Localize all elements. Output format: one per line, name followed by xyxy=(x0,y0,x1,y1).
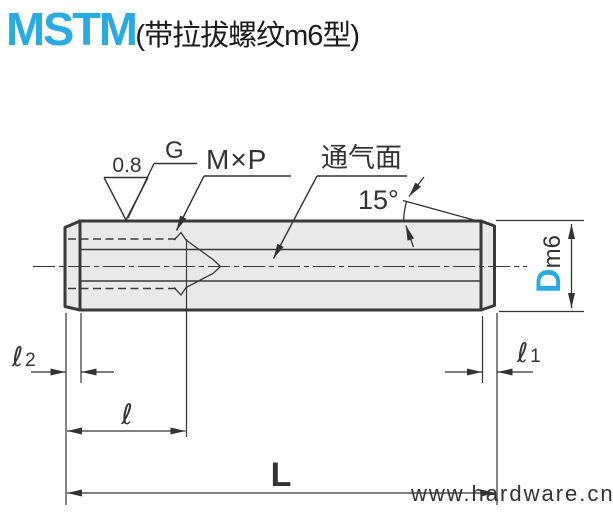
overall-length-label: L xyxy=(271,456,292,494)
chamfer-angle-callout: 15° xyxy=(358,176,493,248)
pin-cylinder xyxy=(78,219,483,312)
pin-body xyxy=(63,219,496,312)
angle-arc xyxy=(402,201,408,223)
leader-line xyxy=(127,163,155,219)
pin-left-chamfer xyxy=(63,219,82,312)
diameter-dimension: Dm6 xyxy=(496,219,584,313)
l-dimension: ℓ xyxy=(67,398,186,435)
vent-surface-label: 通气面 xyxy=(321,143,402,173)
page-title: MSTM(带拉拔螺纹m6型) xyxy=(6,2,360,56)
thread-spec-label: M×P xyxy=(206,144,267,175)
angle-arrow-upper xyxy=(408,176,425,197)
model-subtitle: (带拉拔螺纹m6型) xyxy=(135,20,360,52)
diameter-label: Dm6 xyxy=(530,235,568,293)
grind-label: G xyxy=(165,137,184,164)
angle-arrow-lower xyxy=(405,225,415,248)
leader-arrow xyxy=(272,175,318,259)
extension-lines xyxy=(65,296,498,505)
thread-callout: M×P xyxy=(175,144,291,231)
overall-length-dimension: L xyxy=(67,456,496,497)
chamfer-angle-label: 15° xyxy=(358,185,399,215)
roughness-value: 0.8 xyxy=(112,154,141,177)
model-code: MSTM xyxy=(6,3,138,55)
vent-surface-callout: 通气面 xyxy=(272,143,407,259)
roughness-symbol-left xyxy=(103,177,127,221)
pin-right-chamfer xyxy=(479,219,496,312)
chamfer-extension-line xyxy=(402,199,493,226)
surface-finish-callout: 0.8 xyxy=(103,154,149,221)
grind-callout: G xyxy=(127,137,197,219)
internal-thread-hidden-lines xyxy=(68,231,221,297)
l-label: ℓ xyxy=(120,398,133,431)
leader-arrow xyxy=(175,175,205,231)
